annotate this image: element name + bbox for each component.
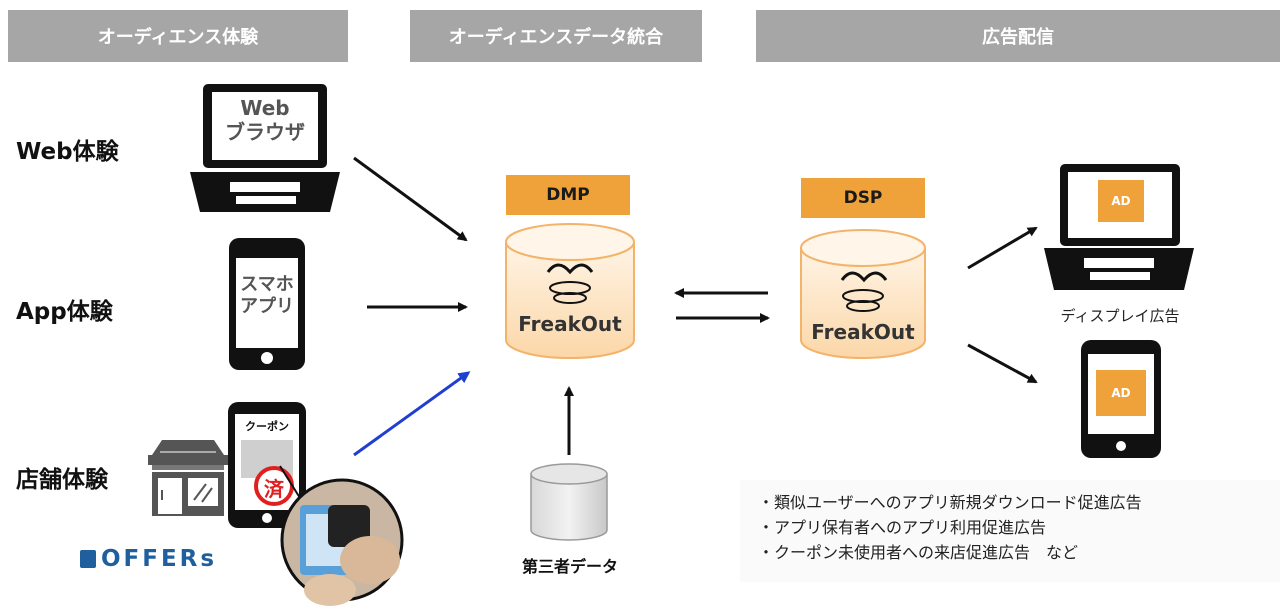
freakout-logo-dsp: FreakOut [811, 320, 915, 344]
web-browser-label: Web ブラウザ [212, 96, 318, 144]
ad-laptop-icon [1044, 164, 1194, 290]
coupon-label: クーポン [245, 420, 289, 433]
ad-badge-smartphone: AD [1096, 370, 1146, 416]
use-case-item: ・クーポン未使用者への来店促進広告 など [758, 543, 1079, 562]
arrow-dsp-to-display-ad [967, 226, 1038, 270]
web-browser-line1: Web [240, 96, 290, 120]
arrow-dsp-to-mobile-ad [967, 343, 1038, 384]
use-case-list: ・類似ユーザーへのアプリ新規ダウンロード促進広告 ・アプリ保有者へのアプリ利用促… [740, 480, 1280, 582]
header-audience-experience: オーディエンス体験 [8, 10, 348, 62]
header-ad-delivery: 広告配信 [756, 10, 1280, 62]
shopping-bag-icon [80, 550, 96, 568]
smartphone-app-line2: アプリ [240, 295, 294, 317]
row-label-web: Web体験 [16, 139, 119, 165]
smartphone-app-line1: スマホ [240, 274, 294, 295]
use-case-item: ・類似ユーザーへのアプリ新規ダウンロード促進広告 [758, 493, 1142, 512]
third-party-database-icon [530, 463, 608, 541]
use-case-item: ・アプリ保有者へのアプリ利用促進広告 [758, 518, 1047, 537]
offers-logo: OFFERs [80, 546, 217, 572]
header-data-integration: オーディエンスデータ統合 [410, 10, 702, 62]
freakout-logo-dmp: FreakOut [518, 312, 622, 336]
smartphone-icon [229, 238, 305, 370]
coupon-photo-illustration [279, 465, 404, 606]
web-browser-line2: ブラウザ [225, 120, 305, 144]
dmp-database-icon [505, 223, 635, 359]
ad-badge-laptop: AD [1098, 180, 1144, 222]
dmp-tag: DMP [506, 175, 630, 215]
third-party-data-label: 第三者データ [521, 557, 618, 576]
display-ad-caption: ディスプレイ広告 [1060, 307, 1180, 325]
dsp-tag: DSP [801, 178, 925, 218]
laptop-icon [190, 84, 340, 212]
offers-logo-text: OFFERs [101, 546, 218, 572]
dsp-database-icon [800, 229, 926, 359]
arrow-web-to-dmp [353, 156, 468, 242]
smartphone-app-label: スマホ アプリ [236, 274, 298, 317]
used-stamp-text: 済 [264, 477, 284, 501]
row-label-store: 店舗体験 [16, 467, 108, 493]
row-label-app: App体験 [16, 299, 113, 325]
storefront-icon [148, 440, 228, 516]
arrow-store-to-dmp [353, 371, 471, 457]
